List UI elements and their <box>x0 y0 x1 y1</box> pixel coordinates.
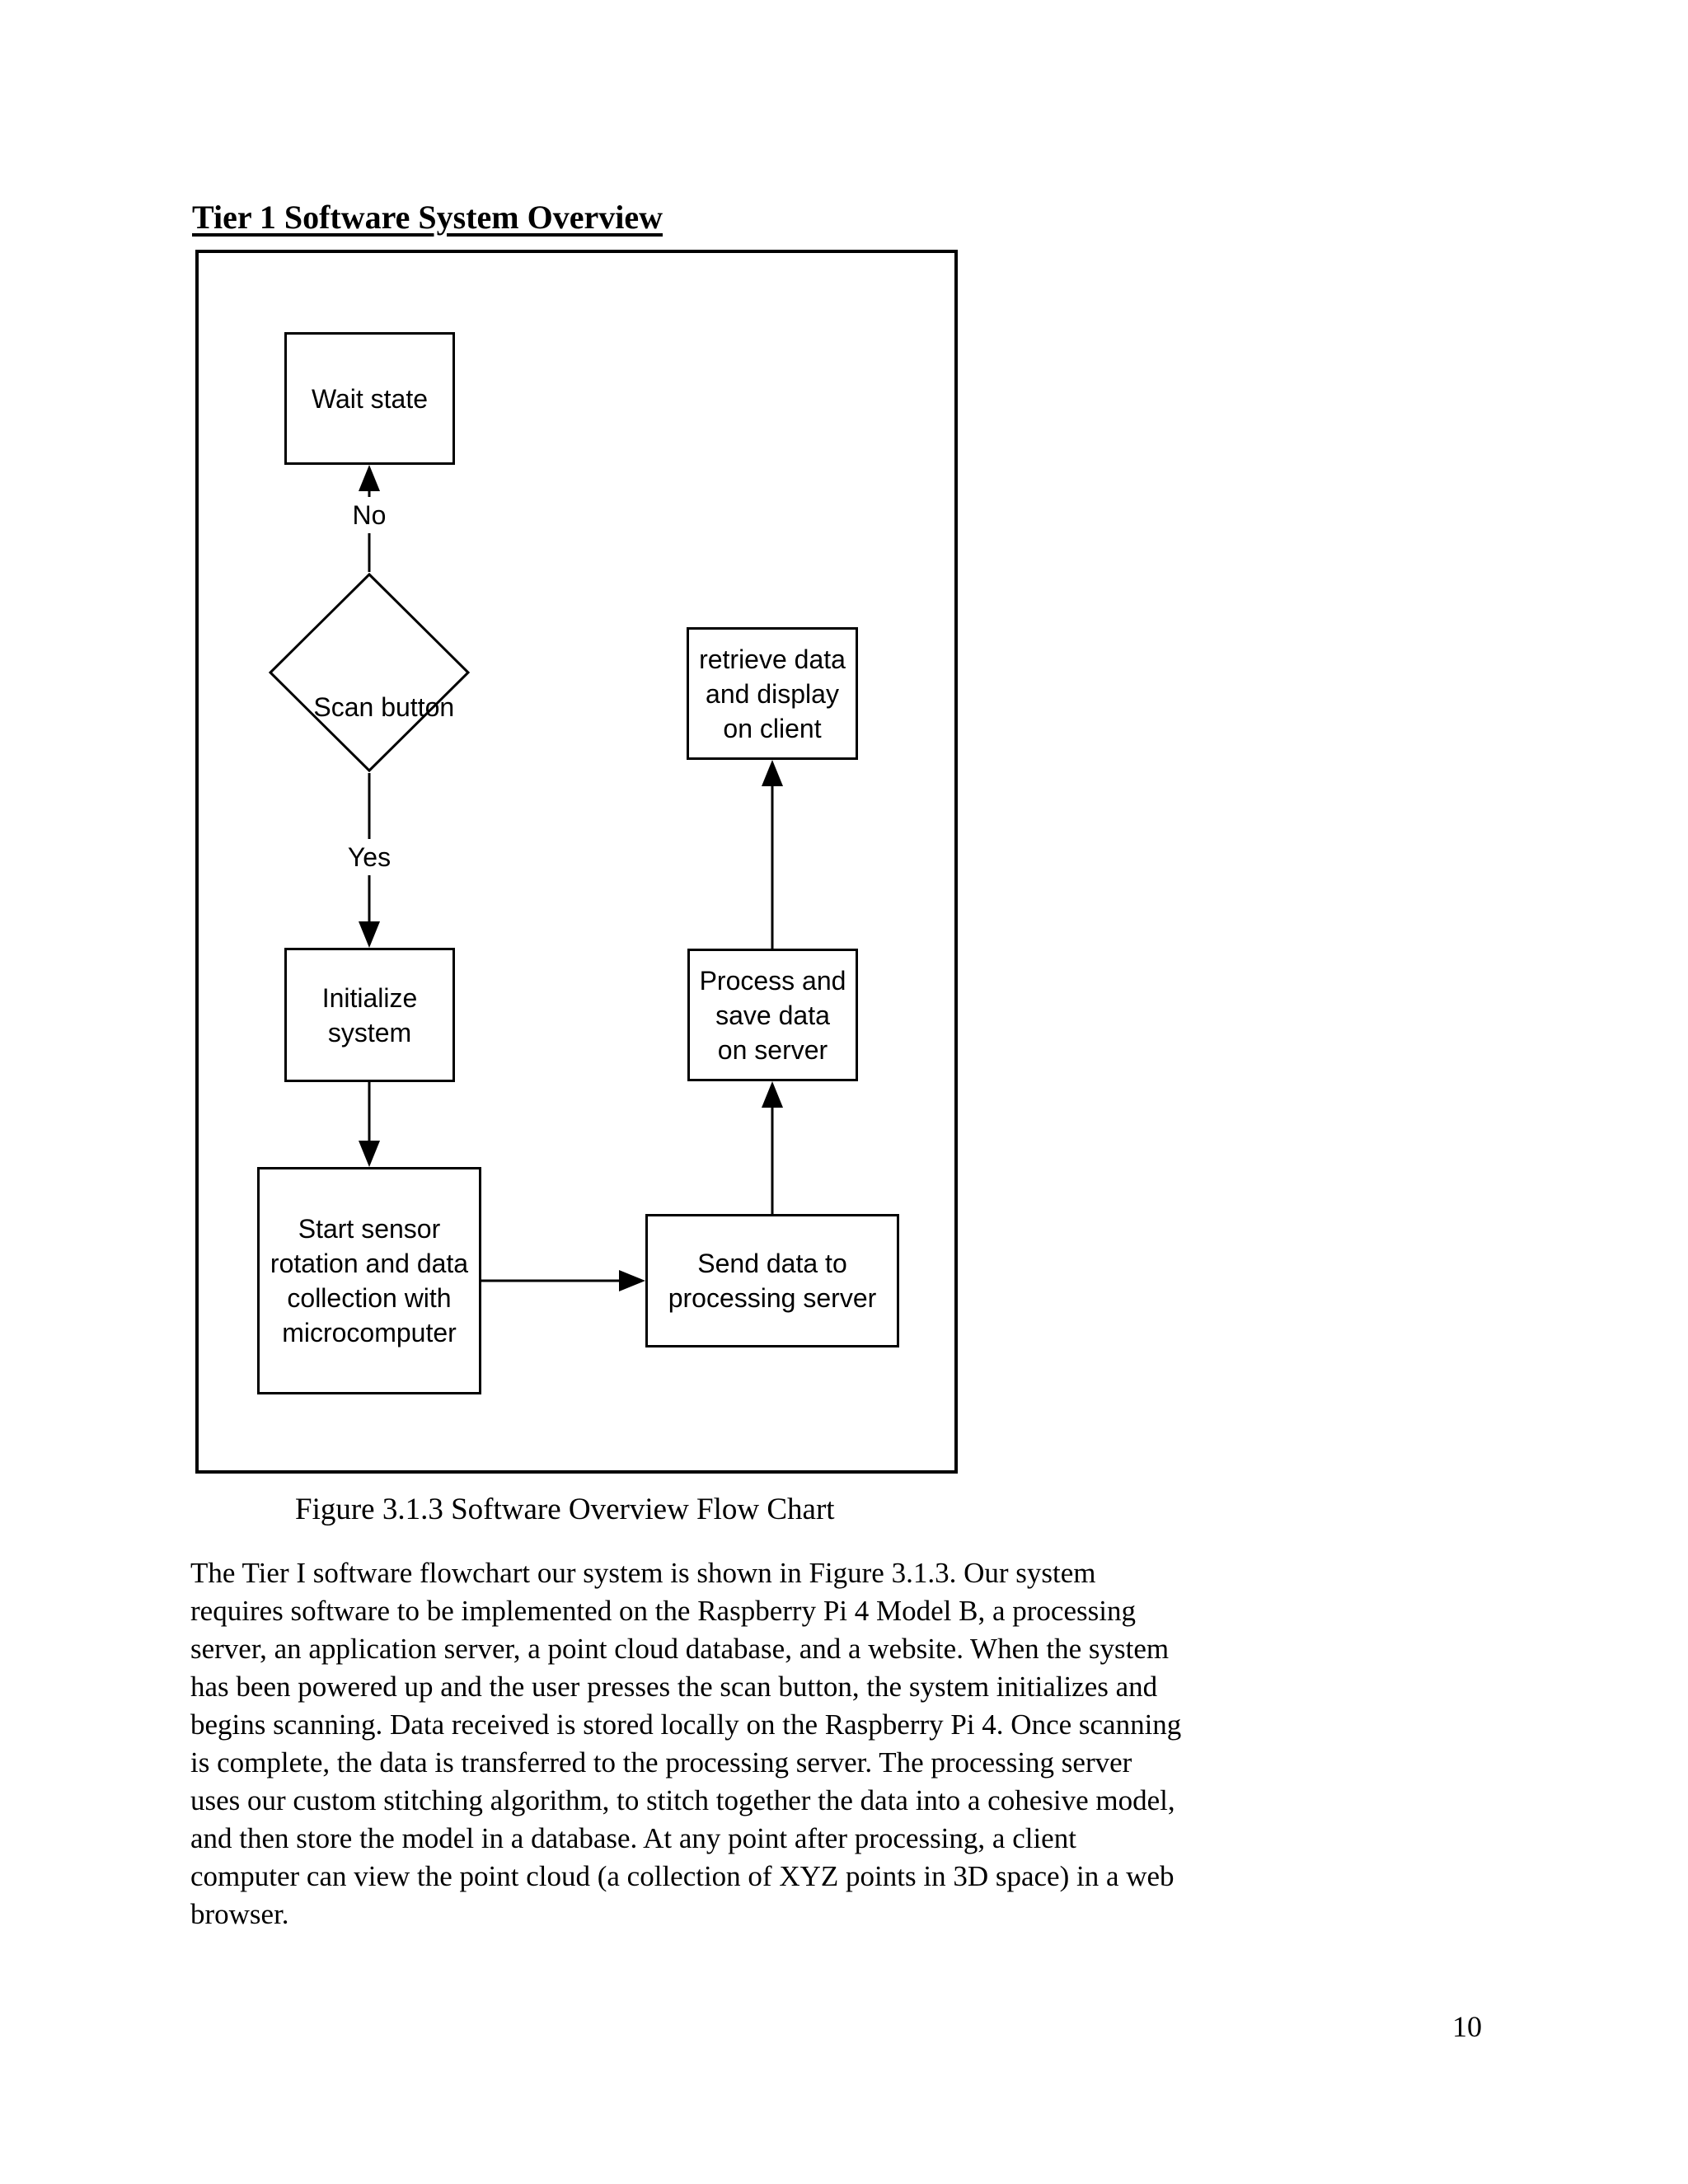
node-label: Initialize system <box>321 982 418 1047</box>
flowchart-node-process-save: Process and save data on server <box>687 949 858 1081</box>
edge-label-no: No <box>344 497 395 533</box>
page-number: 10 <box>1452 2010 1482 2043</box>
node-label: retrieve data and display on client <box>699 644 846 743</box>
flowchart-node-send-data: Send data to processing server <box>645 1214 899 1347</box>
edge-label-yes: Yes <box>339 839 400 875</box>
edge-init-to-start-arrowhead-down-icon <box>359 1141 380 1167</box>
node-label: Wait state <box>311 383 429 414</box>
edge-yes-arrowhead-down-icon <box>359 921 380 948</box>
node-label: Process and save data on server <box>699 965 846 1065</box>
flowchart-connectors-svg <box>268 465 783 1291</box>
flowchart-node-start-sensor: Start sensor rotation and data collectio… <box>257 1167 481 1394</box>
edge-process-to-retrieve-arrowhead-up-icon <box>762 760 783 786</box>
scan-button-diamond-shape <box>268 572 471 773</box>
node-label: Send data to processing server <box>668 1249 877 1313</box>
figure-caption: Figure 3.1.3 Software Overview Flow Char… <box>295 1493 835 1526</box>
body-paragraph: The Tier I software flowchart our system… <box>190 1557 1182 1930</box>
edge-no-arrowhead-up-icon <box>359 465 380 491</box>
flowchart-node-scan-button-label: Scan button <box>284 655 454 759</box>
edge-send-to-process-arrowhead-up-icon <box>762 1081 783 1108</box>
flowchart-figure: Wait state Scan button Initialize system… <box>195 250 958 1474</box>
page-title: Tier 1 Software System Overview <box>192 199 663 236</box>
node-label: Scan button <box>313 692 455 722</box>
figure-frame <box>195 250 958 1474</box>
node-label: Start sensor rotation and data collectio… <box>270 1214 469 1347</box>
flowchart-node-retrieve-display: retrieve data and display on client <box>687 627 858 760</box>
edge-start-to-send-arrowhead-right-icon <box>619 1270 645 1291</box>
flowchart-node-wait-state: Wait state <box>284 332 455 465</box>
flowchart-node-initialize-system: Initialize system <box>284 948 455 1082</box>
